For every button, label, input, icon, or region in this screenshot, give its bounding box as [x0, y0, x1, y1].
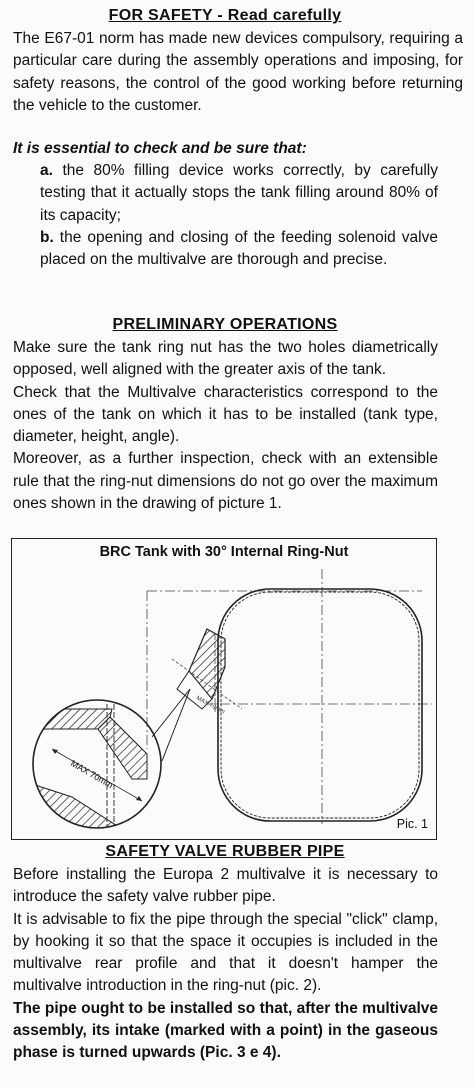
preliminary-body: Make sure the tank ring nut has the two …	[0, 337, 450, 515]
manual-page: FOR SAFETY - Read carefully The E67-01 n…	[0, 7, 463, 1065]
rubber-pipe-bold-paragraph: The pipe ought to be installed so that, …	[13, 999, 438, 1062]
axis-lines	[146, 569, 432, 824]
ring-nut-detail: MAX 70mm	[171, 628, 243, 715]
rubber-pipe-paragraph-1: Before installing the Europa 2 multivalv…	[13, 866, 438, 906]
rubber-pipe-heading: SAFETY VALVE RUBBER PIPE	[105, 843, 345, 860]
figure-title: BRC Tank with 30° Internal Ring-Nut	[99, 544, 349, 560]
zoom-callout	[151, 688, 191, 762]
figure-caption: Pic. 1	[396, 817, 428, 831]
item-text: the 80% filling device works correctly, …	[40, 162, 438, 224]
preliminary-paragraph-3: Moreover, as a further inspection, check…	[13, 450, 438, 513]
essential-check-label: It is essential to check and be sure tha…	[13, 140, 307, 157]
preliminary-paragraph-2: Check that the Multivalve characteristic…	[13, 383, 438, 446]
safety-heading: FOR SAFETY - Read carefully	[108, 7, 342, 24]
check-list: a. the 80% filling device works correctl…	[0, 160, 450, 271]
rubber-pipe-paragraph-2: It is advisable to fix the pipe through …	[13, 910, 438, 995]
check-item-a: a. the 80% filling device works correctl…	[0, 160, 450, 227]
max-dimension-label: MAX 70mm	[69, 758, 115, 790]
tank-figure: MAX 70mm MAX 70mm	[11, 538, 437, 840]
item-text: the opening and closing of the feeding s…	[40, 228, 438, 269]
tank-outline	[217, 588, 423, 822]
item-marker: a.	[40, 162, 53, 179]
rubber-pipe-body: Before installing the Europa 2 multivalv…	[0, 864, 450, 1065]
preliminary-heading: PRELIMINARY OPERATIONS	[112, 316, 338, 333]
tank-drawing: MAX 70mm MAX 70mm	[32, 569, 432, 829]
safety-intro-paragraph: The E67-01 norm has made new devices com…	[13, 30, 463, 114]
magnified-detail: MAX 70mm	[32, 699, 162, 829]
item-marker: b.	[40, 228, 54, 246]
check-item-b: b. the opening and closing of the feedin…	[0, 227, 450, 272]
preliminary-paragraph-1: Make sure the tank ring nut has the two …	[13, 339, 438, 379]
